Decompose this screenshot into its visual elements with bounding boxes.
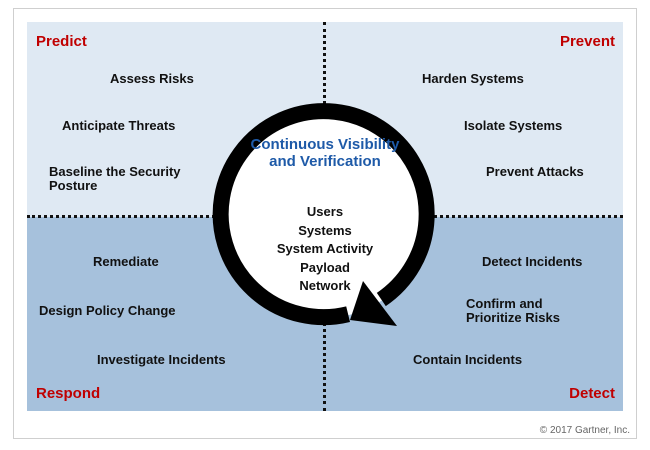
- prevent-item: Harden Systems: [422, 71, 524, 86]
- detect-item: Contain Incidents: [413, 352, 523, 367]
- respond-item: Investigate Incidents: [97, 352, 226, 367]
- prevent-item: Isolate Systems: [464, 118, 563, 133]
- predict-item: Assess Risks: [110, 71, 194, 86]
- cycle-arrow-head: [350, 281, 397, 326]
- center-list: Users Systems System Activity Payload Ne…: [250, 203, 400, 296]
- predict-item: Baseline the Security Posture: [49, 164, 181, 193]
- center-list-item: Payload: [300, 259, 350, 275]
- center-list-item: Network: [299, 278, 351, 293]
- center-list-item: Systems: [298, 222, 352, 238]
- center-list-item: Users: [306, 204, 344, 219]
- center-list-item: System Activity: [276, 241, 374, 256]
- detect-title: Detect: [569, 385, 615, 402]
- copyright-notice: © 2017 Gartner, Inc.: [539, 425, 630, 436]
- predict-title: Predict: [36, 33, 87, 50]
- respond-item: Remediate: [93, 254, 159, 269]
- center-title: Continuous Visibility and Verification: [250, 136, 400, 170]
- detect-item: Confirm and Prioritize Risks: [466, 296, 560, 325]
- prevent-title: Prevent: [559, 33, 615, 50]
- center-circle: [220, 110, 428, 318]
- detect-item: Detect Incidents: [482, 254, 583, 269]
- cycle-arrow-ring: [212, 103, 435, 326]
- respond-item: Design Policy Change: [39, 303, 176, 318]
- respond-title: Respond: [36, 385, 101, 402]
- prevent-item: Prevent Attacks: [486, 164, 584, 179]
- predict-item: Anticipate Threats: [62, 118, 176, 133]
